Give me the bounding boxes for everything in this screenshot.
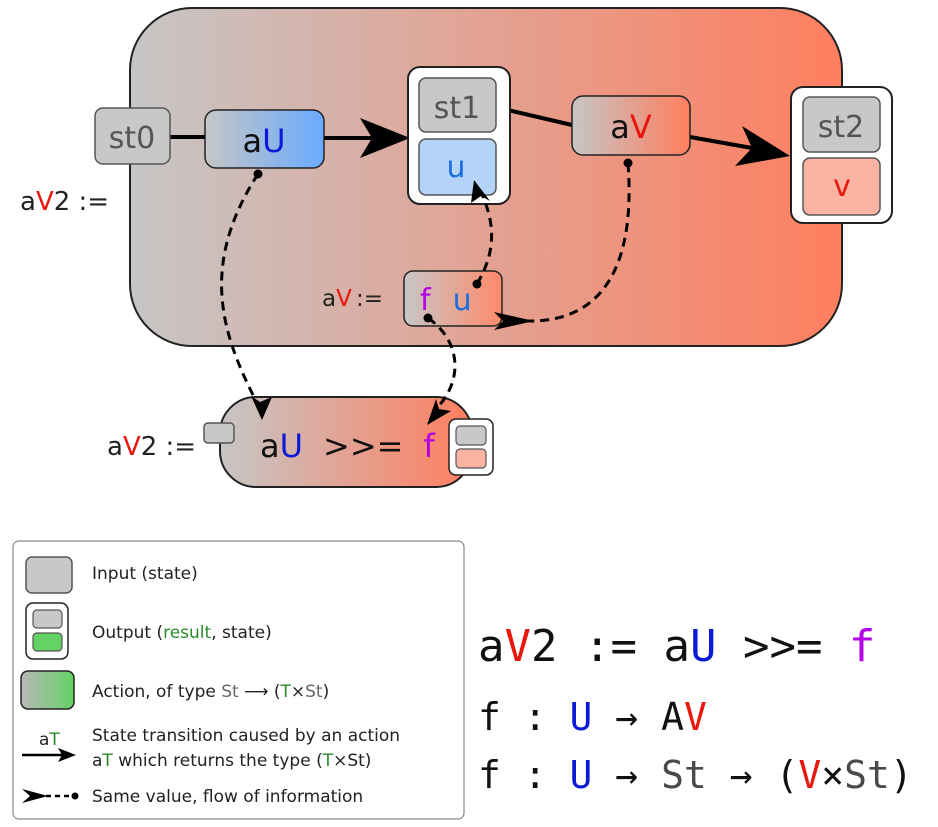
legend-flow-arrow-head — [22, 789, 48, 803]
result-v-label: v — [833, 169, 851, 204]
transition-arrow-head-st1 — [360, 118, 410, 158]
transition-arrow-head-st2 — [735, 126, 790, 166]
legend-action-label: Action, of type St ⟶ (T×St) — [92, 682, 329, 702]
flow-line-av-to-fu — [527, 162, 631, 323]
formula3-arrow2: → — [706, 753, 776, 797]
state1-box — [418, 77, 497, 133]
formula3-times: × — [821, 753, 845, 797]
formula2-colon: : — [500, 695, 570, 739]
state0-box — [94, 107, 171, 165]
formula3-close: ) — [889, 753, 913, 797]
formula2-arrow: → — [592, 695, 662, 739]
state2-label: st2 — [818, 110, 864, 145]
formula1-f: f — [848, 621, 876, 672]
formula-bind-definition: aV2 := aU >>= f — [478, 619, 875, 675]
flow-dot-av — [623, 158, 633, 168]
formula3-v: V — [798, 753, 822, 797]
formula3-u: U — [569, 753, 593, 797]
main-lhs-label: aV2 := — [20, 187, 109, 217]
formula3-st2: St — [844, 753, 890, 797]
formula1-a2: a — [663, 621, 690, 672]
legend-flow-dot — [71, 792, 79, 800]
legend-action-swatch — [20, 670, 75, 710]
formula1-u: U — [689, 621, 717, 672]
action-au-label: aU — [242, 122, 285, 160]
formula3-st: St — [661, 753, 707, 797]
formula2-f: f — [478, 695, 501, 739]
action-au-box — [204, 109, 325, 169]
legend-input-label: Input (state) — [92, 564, 198, 584]
flow-line-u-to-fu — [475, 189, 494, 285]
bind-lhs-label: aV2 := — [107, 432, 196, 462]
legend-output-state-swatch — [32, 609, 63, 629]
bind-output-result-box — [455, 448, 487, 469]
legend-transition-label-line2: aT which returns the type (T×St) — [92, 751, 371, 771]
flow-dot-au — [253, 169, 263, 179]
formula2-a: A — [661, 695, 684, 739]
flow-arrow-head-bind-au — [251, 396, 272, 420]
legend-transition-arrow-head — [58, 748, 76, 762]
av-definition-label: aV:= — [322, 286, 383, 312]
formula3-open: ( — [775, 753, 799, 797]
legend-arrow-label: aT — [39, 730, 60, 750]
flow-arrow-head-bind-f — [427, 399, 451, 425]
formula1-v: V — [504, 621, 532, 672]
formula1-a: a — [478, 621, 505, 672]
action-av-box — [571, 95, 691, 156]
bind-input-state-box — [203, 422, 235, 444]
state1-label: st1 — [434, 91, 480, 126]
state2-box — [802, 96, 881, 153]
formula3-f: f — [478, 753, 501, 797]
action-av-label: aV — [610, 108, 652, 146]
flow-dot-u — [472, 279, 482, 289]
bind-expression-label: aU>>=f — [260, 427, 435, 465]
flow-line-f-to-bind — [427, 316, 457, 412]
legend-box — [12, 540, 465, 820]
formula1-op: >>= — [716, 621, 849, 672]
result-v-box — [802, 157, 881, 216]
flow-line-au-to-bind — [220, 173, 260, 406]
legend-input-swatch — [25, 556, 73, 594]
state0-label: st0 — [109, 121, 155, 156]
formula1-assign: := — [557, 621, 664, 672]
formula-f-type-expanded: f : U → St → (V×St) — [478, 750, 913, 800]
formula3-colon: : — [500, 753, 570, 797]
legend-flow-label: Same value, flow of information — [92, 787, 363, 807]
formula-f-type-short: f : U → AV — [478, 692, 707, 742]
bind-output-state-box — [455, 425, 487, 446]
formula2-u: U — [569, 695, 593, 739]
flow-dot-f — [423, 313, 433, 323]
result-u-label: u — [446, 150, 465, 185]
legend-transition-label-line1: State transition caused by an action — [92, 726, 400, 746]
transition-line-av-st2 — [689, 135, 753, 150]
flow-arrow-head-u — [471, 180, 490, 203]
formula2-v: V — [683, 695, 707, 739]
flow-arrow-head-fu — [494, 312, 534, 330]
formula1-two: 2 — [531, 621, 558, 672]
formula3-arrow: → — [592, 753, 662, 797]
legend-output-label: Output (result, state) — [92, 623, 272, 643]
result-u-box — [418, 138, 497, 196]
legend-output-result-swatch — [32, 632, 63, 652]
